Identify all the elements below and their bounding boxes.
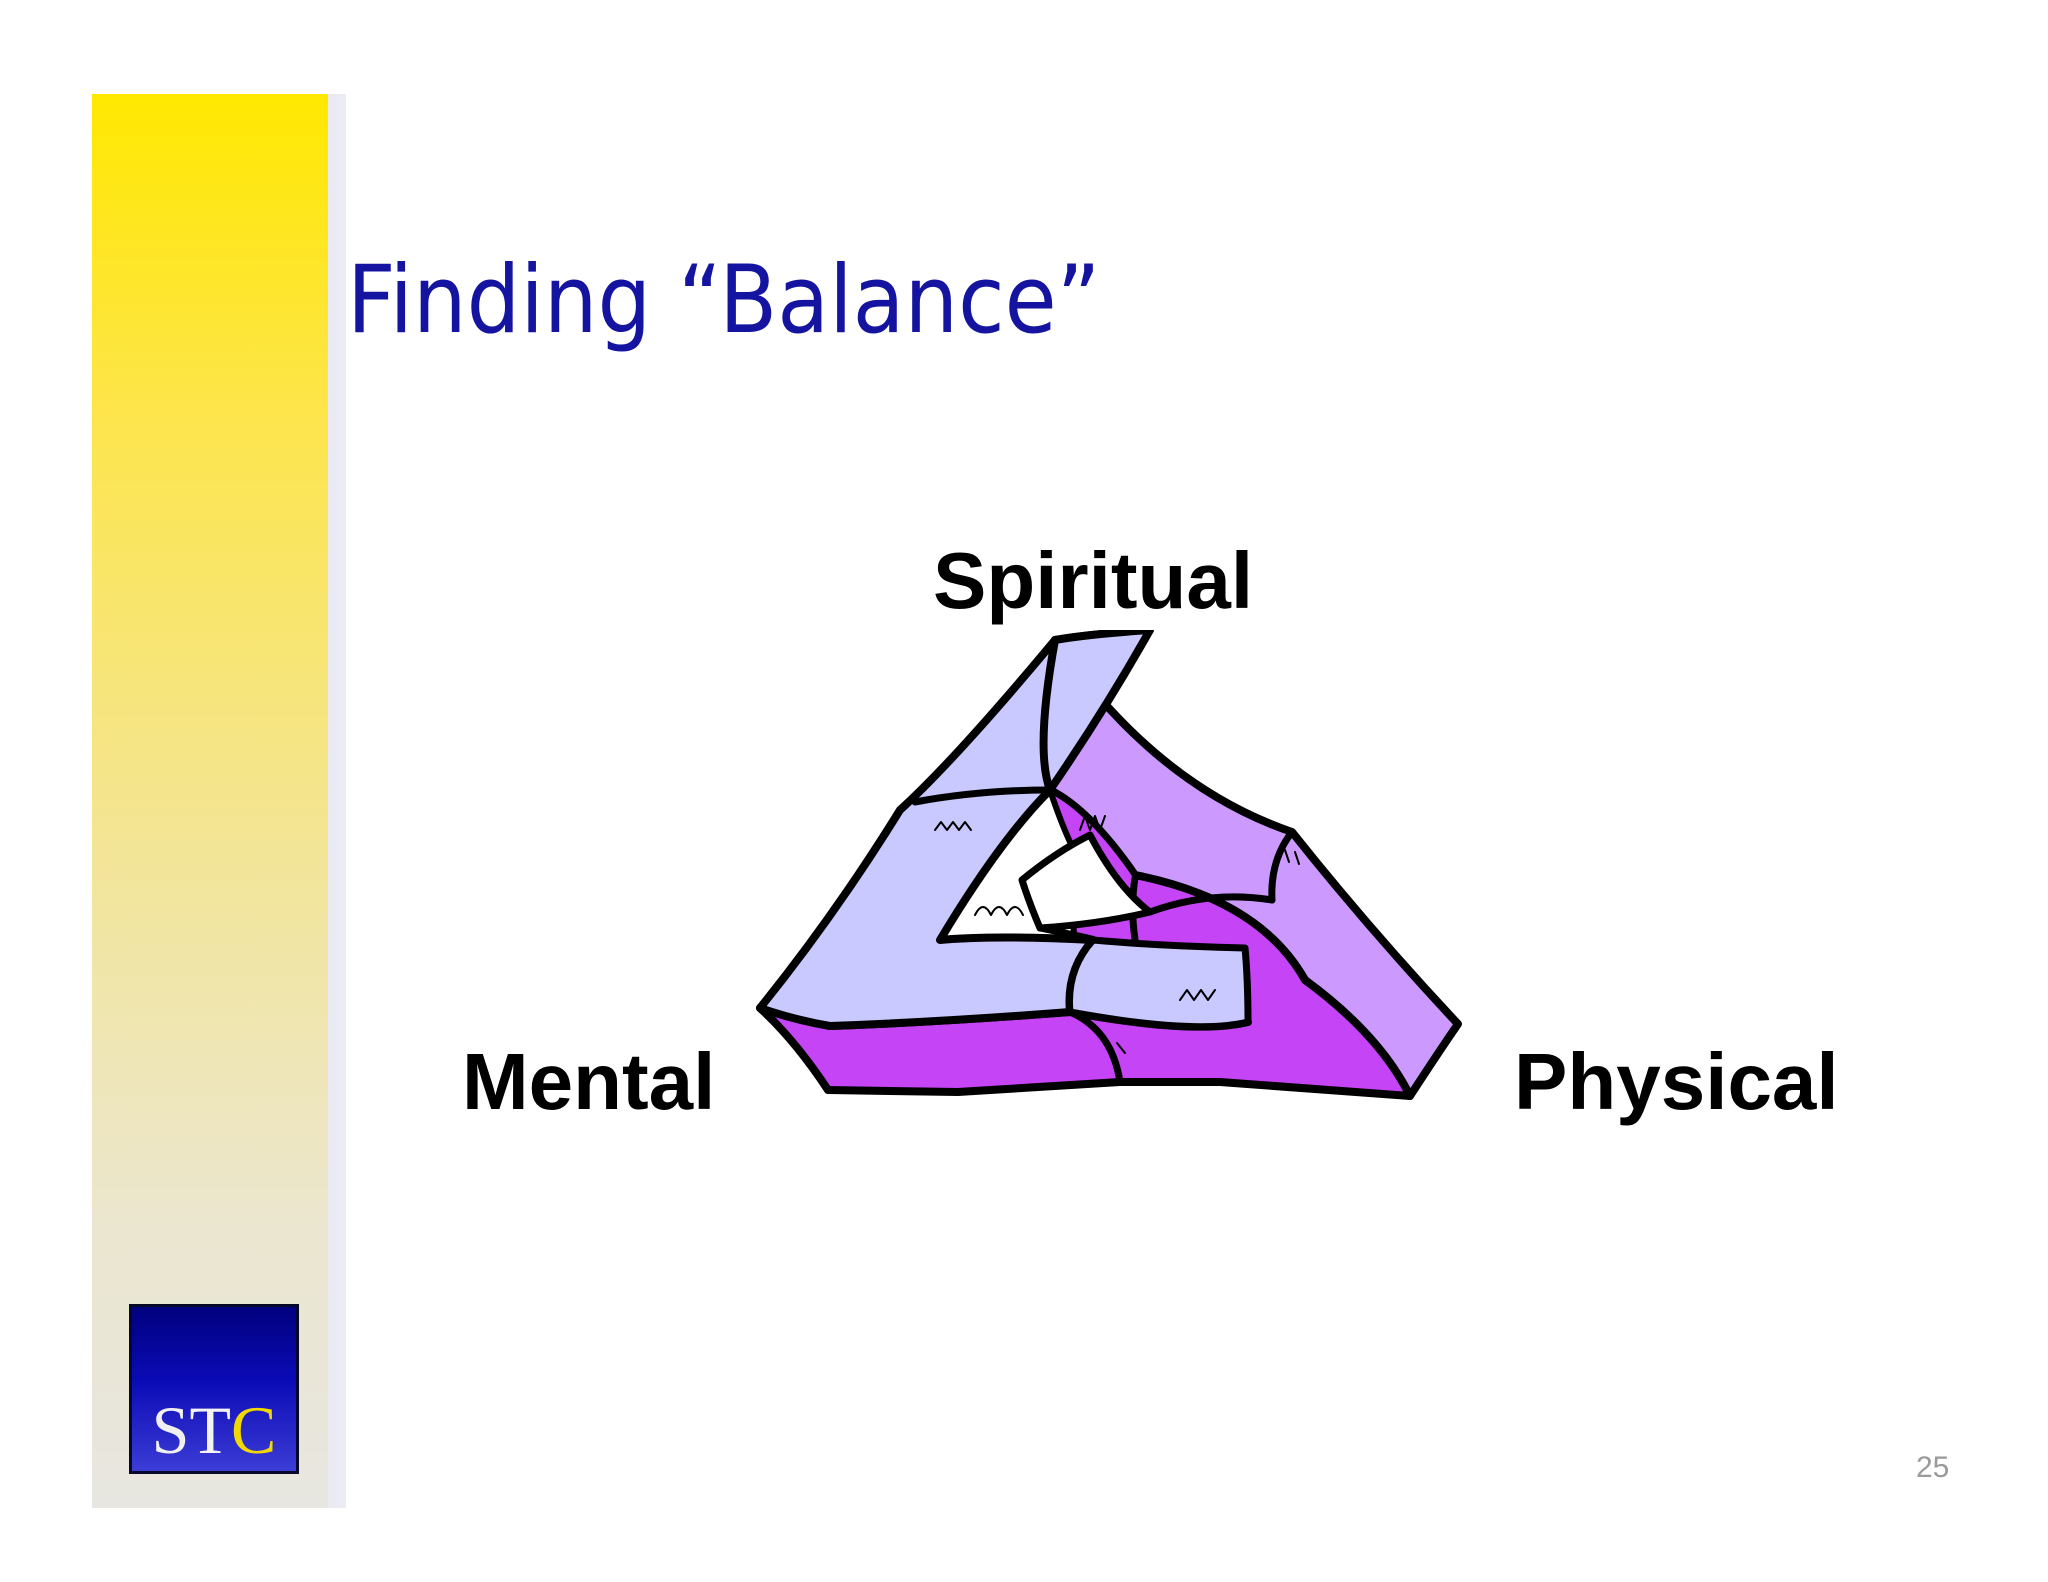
label-spiritual: Spiritual (933, 536, 1254, 625)
hatch-marks-3 (1079, 815, 1106, 831)
hatch-marks-6 (1104, 1042, 1126, 1056)
label-physical: Physical (1514, 1037, 1839, 1126)
page-number: 25 (1916, 1451, 1950, 1484)
label-mental: Mental (462, 1037, 716, 1126)
sidebar-gradient-bar (92, 94, 328, 1508)
stc-logo-letter-c: C (231, 1392, 277, 1468)
hatch-marks-2 (974, 906, 1024, 916)
stc-logo-text: STC (132, 1395, 296, 1465)
stc-logo: STC (129, 1304, 299, 1474)
triangle-divider-5 (1036, 924, 1098, 944)
triangle-divider-1 (911, 786, 1054, 806)
triangle-inner-chevron (1065, 936, 1252, 1031)
triangle-divider-2 (1268, 828, 1296, 904)
stc-logo-letter-s: S (151, 1392, 190, 1468)
triangle-divider-3 (1066, 1008, 1124, 1086)
slide-title: Finding “Balance” (347, 246, 1101, 355)
hatch-marks-1 (934, 821, 972, 831)
triangle-divider-4 (1146, 893, 1276, 916)
stc-logo-letter-t: T (189, 1392, 231, 1468)
impossible-triangle-diagram (756, 630, 1462, 1100)
hatch-marks-5 (1284, 849, 1300, 865)
hatch-marks-4 (1179, 989, 1216, 1001)
triangle-top-joint (1039, 630, 1154, 794)
